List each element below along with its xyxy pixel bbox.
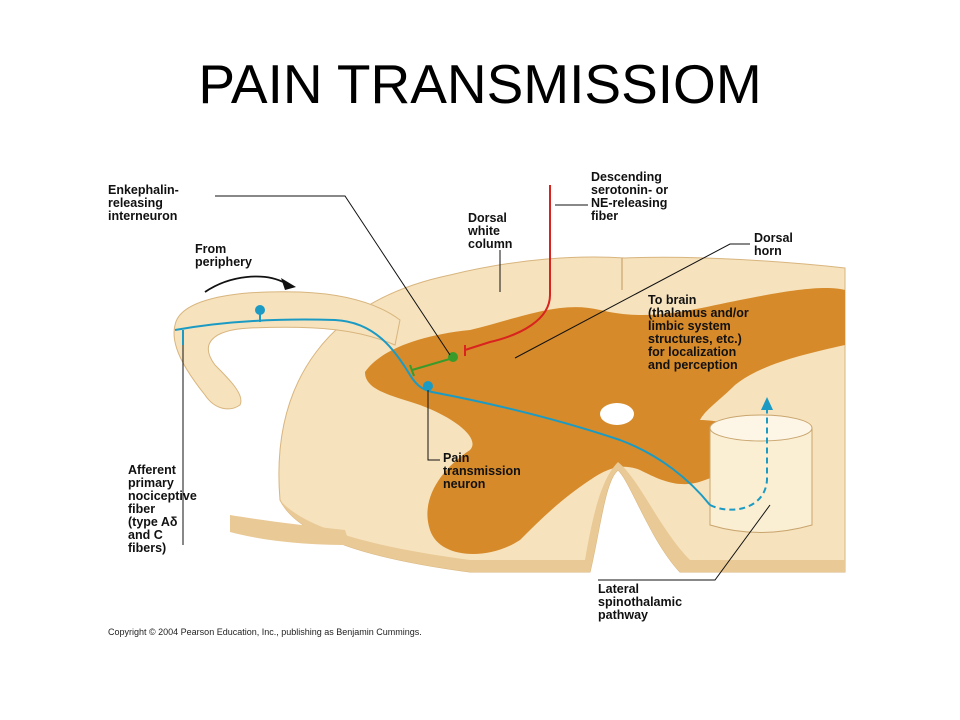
label-enkephalin-interneuron: Enkephalin- releasing interneuron [108, 183, 182, 223]
label-afferent-fiber: Afferent primary nociceptive fiber (type… [128, 463, 200, 555]
lateral-column [709, 414, 813, 533]
descending-fiber [464, 185, 551, 356]
copyright-notice: Copyright © 2004 Pearson Education, Inc.… [108, 627, 422, 637]
label-dorsal-horn: Dorsal horn [754, 231, 796, 258]
afferent-fiber-path [174, 305, 773, 511]
leader-lines [182, 195, 771, 581]
label-lateral-spinothalamic-pathway: Lateral spinothalamic pathway [598, 582, 686, 622]
dorsal-root-ganglion-fold [230, 515, 350, 545]
enkephalin-interneuron [409, 352, 458, 377]
from-periphery-arrow [204, 275, 286, 293]
label-to-brain: To brain (thalamus and/or limbic system … [648, 293, 752, 372]
from-periphery-arrowhead [281, 278, 296, 290]
label-from-periphery: From periphery [195, 242, 252, 269]
label-dorsal-white-column: Dorsal white column [467, 211, 512, 251]
spinal-cord-cross-section [278, 256, 846, 573]
label-pain-transmission-neuron: Pain transmission neuron [443, 451, 524, 491]
ventral-shadow [280, 462, 845, 572]
central-canal [600, 403, 634, 425]
pain-transmission-neuron [423, 381, 433, 391]
label-descending-fiber: Descending serotonin- or NE-releasing fi… [591, 170, 672, 223]
slide-title: PAIN TRANSMISSIOM [198, 53, 762, 115]
